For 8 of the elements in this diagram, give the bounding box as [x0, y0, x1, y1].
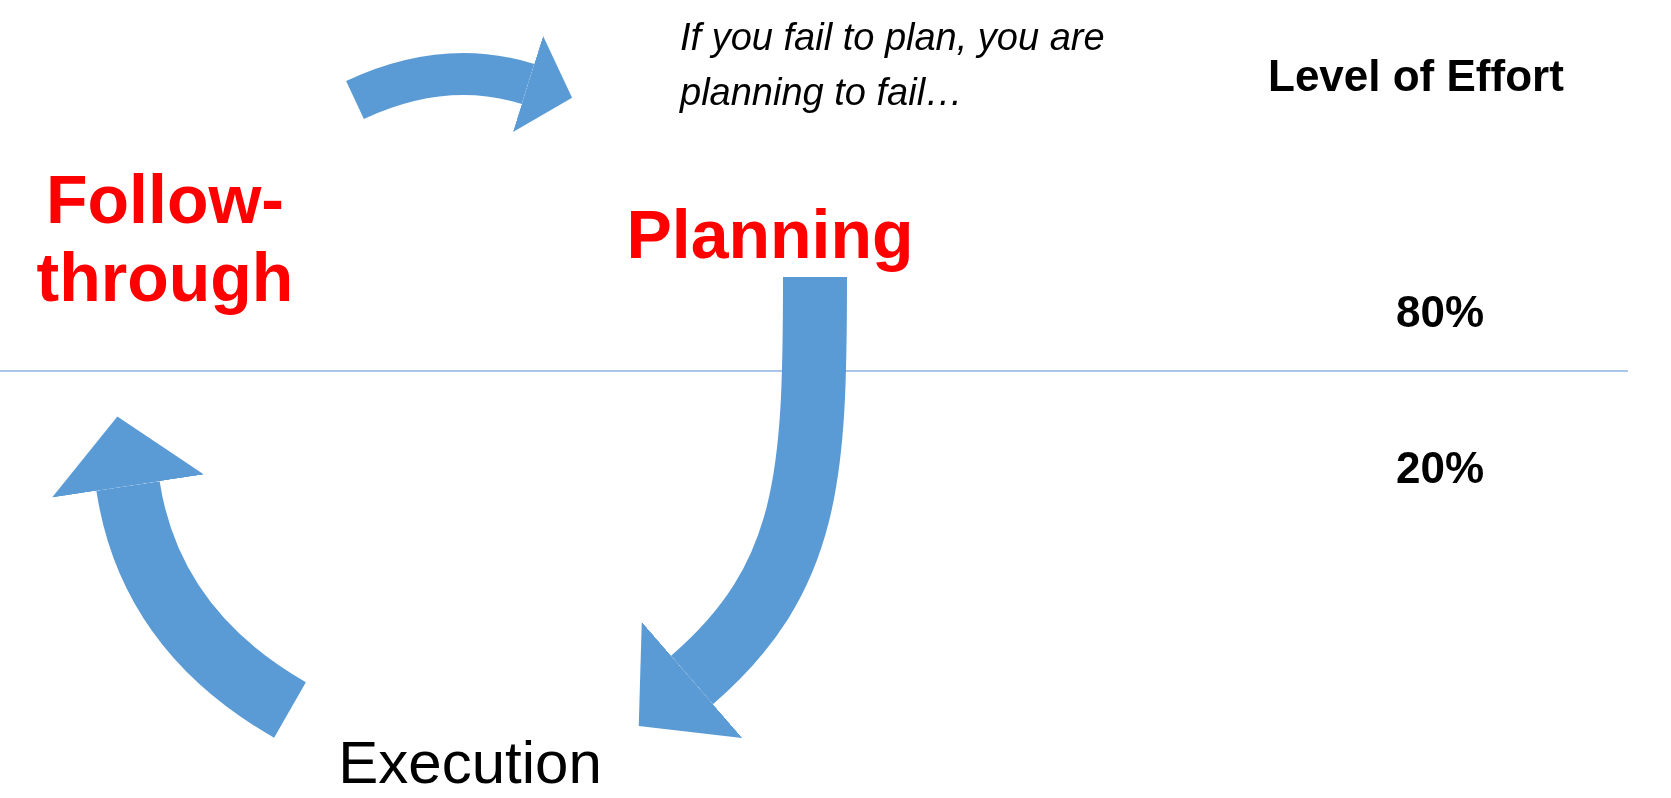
stage-label: Planning: [600, 195, 940, 274]
stage-text: Execution: [290, 728, 650, 797]
quote-text: If you fail to plan, you are planning to fail…: [680, 15, 1106, 116]
curved-arrow: [639, 276, 847, 736]
percentage-text: 80%: [1396, 286, 1485, 338]
stage-label: Follow- through: [10, 160, 320, 317]
heading-text: Level of Effort: [1268, 50, 1564, 102]
percentage-text: 20%: [1396, 442, 1485, 494]
